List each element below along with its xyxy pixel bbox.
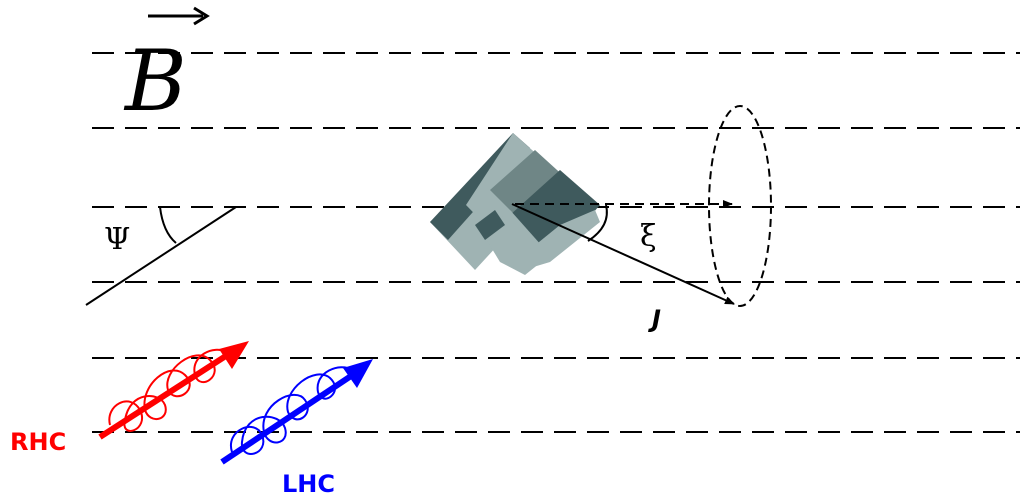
lhc-arrow-head	[343, 359, 373, 388]
lhc-label: LHC	[282, 470, 335, 497]
rhc-arrow-head	[219, 341, 249, 369]
xi-symbol: ξ	[640, 219, 657, 254]
psi-symbol: Ψ	[104, 222, 130, 257]
rhc-photon	[100, 341, 249, 437]
angular-momentum-label: J	[648, 305, 661, 333]
rhc-label: RHC	[10, 428, 66, 456]
psi-angle: Ψ	[86, 207, 236, 305]
lhc-photon	[222, 359, 373, 462]
field-symbol: B	[123, 32, 187, 130]
rhc-arrow-shaft	[100, 352, 232, 437]
field-vector-label: B	[123, 8, 207, 130]
psi-arc	[160, 207, 176, 243]
